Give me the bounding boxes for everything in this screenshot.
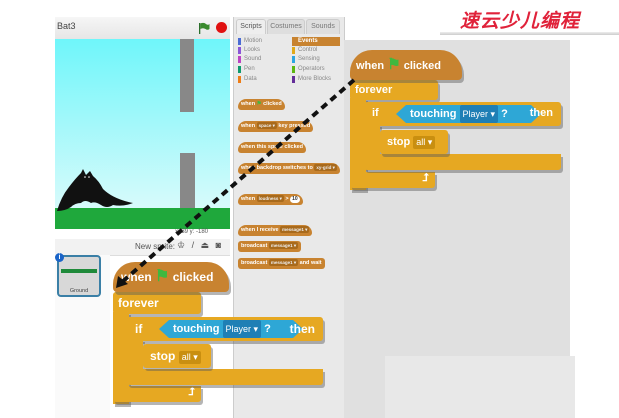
script-stack-enlarged[interactable]: forever ⮥ if touching Player ▾ ? then st… <box>113 262 333 407</box>
if-label: if <box>135 322 143 336</box>
if-label: if <box>372 107 379 119</box>
stop-dropdown[interactable]: all ▾ <box>413 136 436 149</box>
tab-scripts[interactable]: Scripts <box>236 19 266 34</box>
if-arm <box>364 124 380 158</box>
stop-block[interactable]: stop all ▾ <box>143 344 211 368</box>
if-bottom <box>364 154 561 170</box>
sprite-name: Ground <box>69 288 89 294</box>
if-block[interactable]: if touching Player ▾ ? then <box>127 317 323 341</box>
green-flag-icon: ⚑ <box>155 268 170 285</box>
then-label: then <box>529 107 553 119</box>
project-title: Bat3 <box>57 21 76 31</box>
info-icon[interactable]: i <box>55 253 64 262</box>
forever-bottom: ⮥ <box>350 172 435 188</box>
pipe-top <box>180 39 194 112</box>
category-control[interactable]: Control <box>292 46 317 55</box>
stage-canvas[interactable] <box>55 39 230 229</box>
category-motion[interactable]: Motion <box>238 37 262 46</box>
blurred-region <box>385 356 575 418</box>
logo-underline <box>440 32 619 35</box>
then-label: then <box>289 322 315 336</box>
tab-costumes[interactable]: Costumes <box>267 19 305 34</box>
player-dropdown[interactable]: Player ▾ <box>223 320 262 338</box>
category-events[interactable]: Events <box>292 37 340 46</box>
category-more-blocks[interactable]: More Blocks <box>292 75 331 84</box>
palette-when-key-pressed[interactable]: when space ▾ key pressed <box>238 121 314 132</box>
sprite-thumbnail-ground[interactable]: Ground <box>57 255 101 297</box>
palette-when-backdrop-switches[interactable]: when backdrop switches to xy-grid ▾ <box>238 163 340 174</box>
bat-sprite <box>57 169 133 211</box>
when-label: when <box>121 270 152 284</box>
ground-preview <box>61 269 97 273</box>
loop-arrow-icon: ⮥ <box>188 386 196 398</box>
touching-label: touching <box>410 108 457 120</box>
loop-arrow-icon: ⮥ <box>422 172 430 184</box>
clicked-label: clicked <box>403 60 442 72</box>
category-data[interactable]: Data <box>238 75 257 84</box>
new-sprite-label: New sprite: <box>135 242 176 251</box>
when-label: when <box>356 60 385 72</box>
category-sensing[interactable]: Sensing <box>292 55 320 64</box>
green-flag-icon[interactable] <box>198 22 210 34</box>
category-looks[interactable]: Looks <box>238 46 260 55</box>
touching-sensor[interactable]: touching Player ▾ ? <box>396 105 541 123</box>
tab-sounds[interactable]: Sounds <box>306 19 340 34</box>
stop-label: stop <box>150 349 176 363</box>
script-stack-original[interactable]: forever ⮥ if touching Player ▾ ? then st… <box>350 50 565 190</box>
forever-block[interactable]: forever <box>113 292 201 314</box>
if-bottom <box>127 369 323 385</box>
new-sprite-tools-icon[interactable]: ♔ / ⏏ ◙ <box>177 240 224 250</box>
palette-when-i-receive[interactable]: when I receive message1 ▾ <box>238 225 313 236</box>
forever-bottom: ⮥ <box>113 386 201 402</box>
stage-header: Bat3 <box>55 17 230 40</box>
category-pen[interactable]: Pen <box>238 65 255 74</box>
if-arm <box>127 339 143 373</box>
if-block[interactable]: if touching Player ▾ ? then <box>364 102 561 126</box>
stop-dropdown[interactable]: all ▾ <box>178 351 201 364</box>
green-flag-icon: ⚑ <box>387 56 401 73</box>
player-dropdown[interactable]: Player ▾ <box>460 105 499 123</box>
palette-when-sprite-clicked[interactable]: when this sprite clicked <box>238 142 307 153</box>
stop-block[interactable]: stop all ▾ <box>380 130 448 154</box>
category-sound[interactable]: Sound <box>238 55 261 64</box>
palette-when-flag-clicked[interactable]: when ⚑ clicked <box>238 99 285 110</box>
stop-label: stop <box>387 136 411 148</box>
sprite-toolbar: New sprite: ♔ / ⏏ ◙ <box>55 239 230 256</box>
mouse-coordinates: x: 39 y: -180 <box>175 229 209 235</box>
palette-when-loudness[interactable]: when loudness ▾ > 10 <box>238 194 303 205</box>
category-operators[interactable]: Operators <box>292 65 325 74</box>
stop-icon[interactable] <box>216 22 227 33</box>
question-mark: ? <box>264 323 271 335</box>
when-flag-clicked-hat[interactable]: when ⚑ clicked <box>350 50 462 80</box>
when-flag-clicked-hat[interactable]: when ⚑ clicked <box>113 262 229 292</box>
touching-label: touching <box>173 323 220 335</box>
forever-arm <box>113 312 129 404</box>
brand-logo: 速云少儿编程 <box>460 10 581 32</box>
touching-sensor[interactable]: touching Player ▾ ? <box>159 320 303 338</box>
question-mark: ? <box>501 108 508 120</box>
clicked-label: clicked <box>172 270 214 284</box>
forever-block[interactable]: forever <box>350 80 438 100</box>
palette-broadcast[interactable]: broadcast message1 ▾ <box>238 241 302 252</box>
